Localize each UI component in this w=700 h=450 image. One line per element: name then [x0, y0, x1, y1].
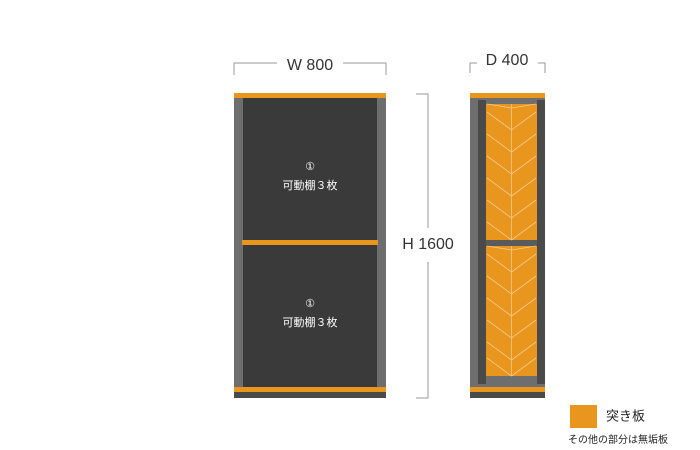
veneer-grain-line [511, 275, 537, 295]
side-view [470, 93, 545, 398]
veneer-grain-line [511, 103, 537, 109]
veneer-grain-line [486, 357, 512, 377]
veneer-grain-line [486, 245, 512, 251]
middle-shelf-veneer [242, 240, 378, 245]
front-view: ① 可動棚３枚 ① 可動棚３枚 [234, 93, 386, 398]
veneer-grain-line [486, 177, 512, 197]
veneer-grain-line [486, 319, 512, 339]
side-middle-rail [486, 240, 537, 246]
depth-label: D 400 [486, 52, 529, 69]
veneer-grain-line [511, 155, 537, 175]
lower-compartment-label: ① 可動棚３枚 [283, 297, 338, 329]
veneer-grain-line [511, 253, 537, 273]
left-side-panel [234, 98, 243, 389]
width-dimension: W 800 [233, 57, 387, 75]
veneer-grain-line [486, 111, 512, 131]
depth-dimension: D 400 [469, 52, 546, 73]
veneer-grain-line [486, 133, 512, 153]
lower-compartment-number: ① [305, 297, 315, 310]
side-base-plinth [470, 392, 545, 398]
veneer-grain-line [511, 319, 537, 339]
height-label: H 1600 [402, 236, 454, 253]
veneer-grain-line [511, 199, 537, 219]
veneer-grain-line [511, 111, 537, 131]
cabinet-body [234, 94, 386, 398]
herringbone-panel-lower [486, 245, 537, 377]
bottom-panel-veneer [234, 387, 386, 392]
veneer-grain-line [511, 341, 537, 361]
veneer-grain-line [511, 245, 537, 251]
lower-compartment-text: 可動棚３枚 [283, 315, 338, 329]
side-bottom-veneer [470, 387, 545, 392]
top-panel-veneer [234, 93, 386, 98]
veneer-grain-line [511, 177, 537, 197]
solid-wood-note: その他の部分は無垢板 [568, 433, 668, 446]
veneer-grain-line [486, 199, 512, 219]
veneer-grain-line [486, 253, 512, 273]
veneer-grain-line [511, 297, 537, 317]
veneer-swatch [570, 405, 597, 428]
base-plinth [234, 392, 386, 398]
side-top-veneer [470, 93, 545, 98]
width-label: W 800 [287, 57, 333, 74]
legend: 突き板 その他の部分は無垢板 [568, 405, 668, 446]
veneer-legend-label: 突き板 [606, 409, 645, 425]
veneer-grain-line [486, 297, 512, 317]
height-dimension: H 1600 [402, 93, 454, 399]
veneer-grain-line [486, 103, 512, 109]
veneer-grain-line [486, 221, 512, 241]
veneer-grain-line [486, 341, 512, 361]
upper-compartment-number: ① [305, 160, 315, 173]
veneer-grain-line [486, 155, 512, 175]
side-front-stile [478, 100, 486, 384]
veneer-grain-line [511, 221, 537, 241]
veneer-grain-line [511, 357, 537, 377]
upper-compartment-label: ① 可動棚３枚 [283, 160, 338, 192]
side-back-stile [537, 100, 545, 384]
veneer-grain-line [511, 133, 537, 153]
veneer-grain-line [486, 275, 512, 295]
right-side-panel [377, 98, 386, 389]
herringbone-panel-upper [486, 103, 537, 241]
upper-compartment-text: 可動棚３枚 [283, 178, 338, 192]
